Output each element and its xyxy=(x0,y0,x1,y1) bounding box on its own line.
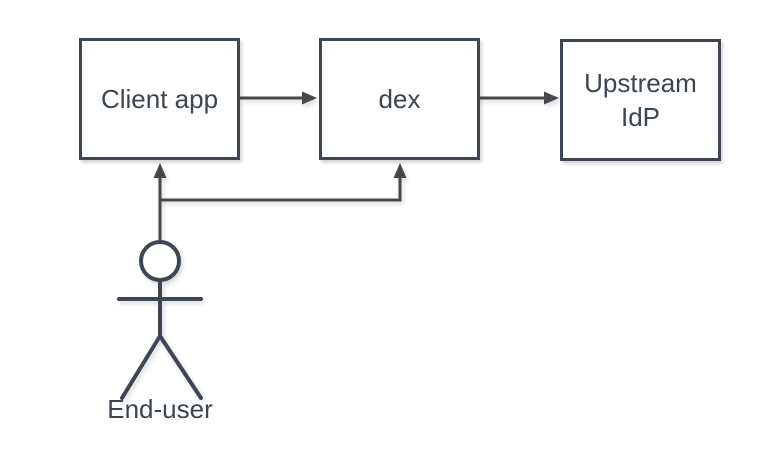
node-dex: dex xyxy=(319,38,480,160)
arrowhead-icon xyxy=(302,91,317,105)
stick-figure-head xyxy=(139,240,181,282)
arrowhead-icon xyxy=(544,91,559,105)
node-dex-label: dex xyxy=(378,84,421,114)
end-user-label: End-user xyxy=(107,394,213,424)
stick-figure-left-leg xyxy=(120,334,162,400)
edge-dex-to-upstream-idp xyxy=(477,91,559,105)
edge-end-user-to-client-app xyxy=(153,163,167,243)
stick-figure-icon xyxy=(117,240,203,400)
node-upstream-idp: Upstream IdP xyxy=(560,39,721,161)
arrowhead-icon xyxy=(153,163,167,178)
edge-client-app-to-dex xyxy=(240,91,317,105)
node-client-app-label: Client app xyxy=(100,84,219,114)
node-upstream-idp-label: Upstream IdP xyxy=(584,68,697,132)
arrowhead-icon xyxy=(393,163,407,178)
node-client-app: Client app xyxy=(79,38,240,160)
edge-end-user-to-dex xyxy=(160,163,407,202)
stick-figure-right-leg xyxy=(158,334,203,400)
